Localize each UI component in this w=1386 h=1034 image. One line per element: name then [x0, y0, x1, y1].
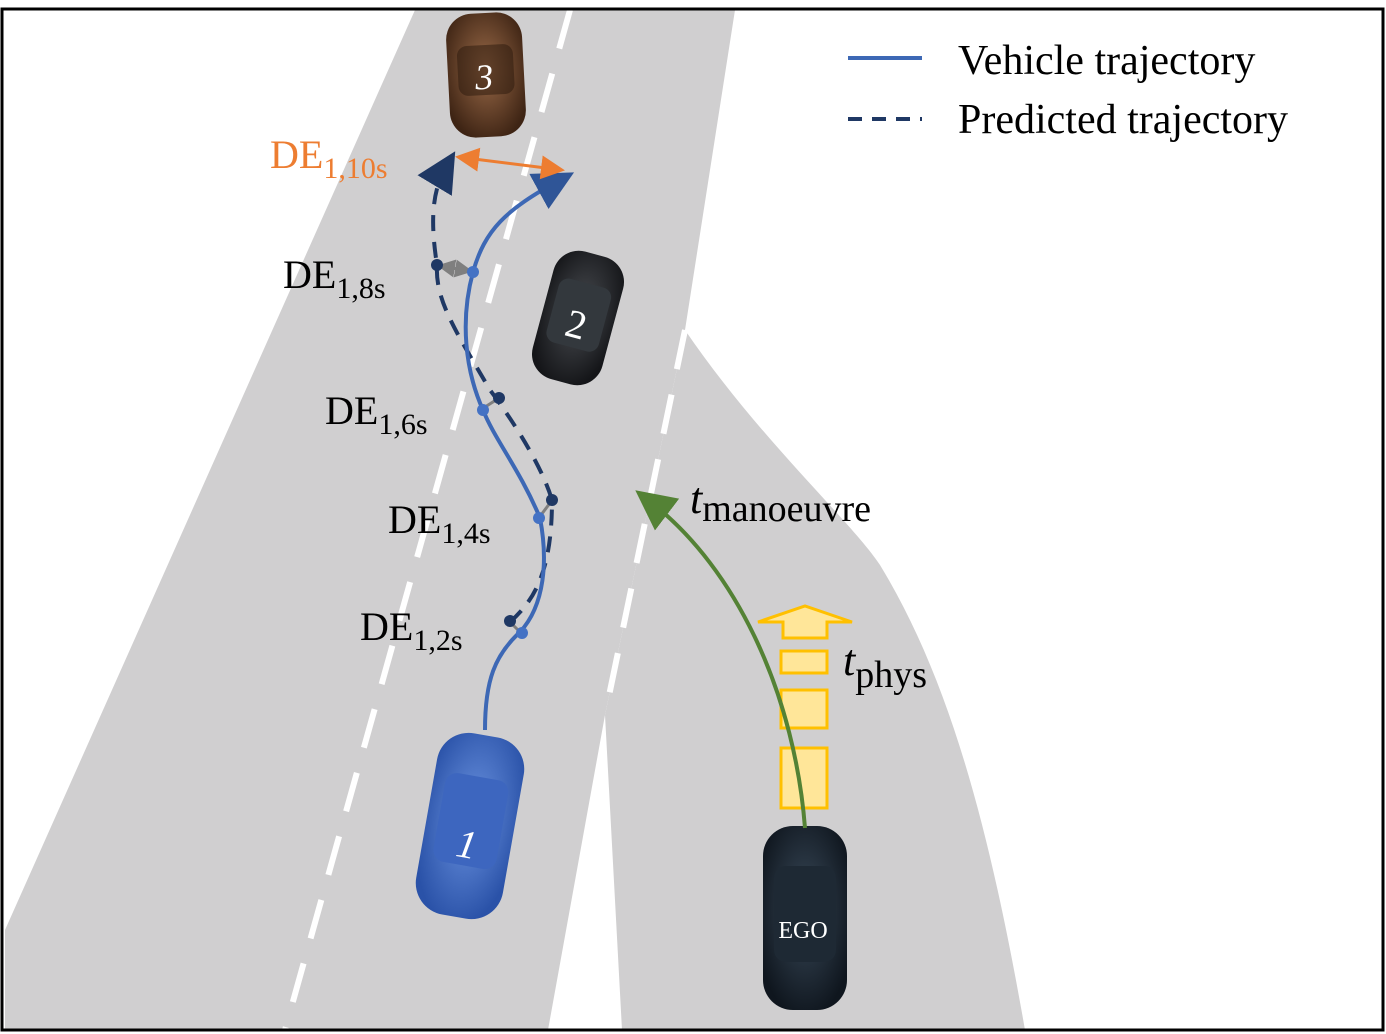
de-10s-label: DE1,10s: [270, 132, 388, 185]
t-phys-label: tphys: [843, 636, 927, 696]
de-6s-label: DE1,6s: [325, 388, 428, 441]
de-8s-label: DE1,8s: [283, 252, 386, 305]
vehicle-1: 1: [415, 732, 525, 920]
frame-border: [0, 7, 1385, 1032]
de-2s-label: DE1,2s: [360, 604, 463, 657]
main-road: [5, 10, 735, 1030]
ego-label: EGO: [778, 918, 827, 944]
vehicle-3: 3: [446, 12, 526, 138]
merge-ramp: [605, 330, 1025, 1030]
de-4s-label: DE1,4s: [388, 497, 491, 550]
lane-divider-left: [282, 9, 573, 1031]
legend-predicted-trajectory: Predicted trajectory: [958, 97, 1288, 143]
t-phys-arrow: [757, 604, 853, 810]
legend: Vehicle trajectory Predicted trajectory: [848, 38, 1288, 143]
de-markers: [431, 259, 558, 639]
vehicle-3-label: 3: [473, 57, 494, 98]
t-manoeuvre-label: tmanoeuvre: [690, 474, 871, 530]
ego-vehicle: EGO: [763, 826, 847, 1010]
t-manoeuvre-arrow: [635, 490, 807, 829]
vehicle-2: 2: [531, 250, 625, 386]
legend-vehicle-trajectory: Vehicle trajectory: [958, 38, 1255, 84]
de-10s-arrow: [455, 147, 565, 180]
